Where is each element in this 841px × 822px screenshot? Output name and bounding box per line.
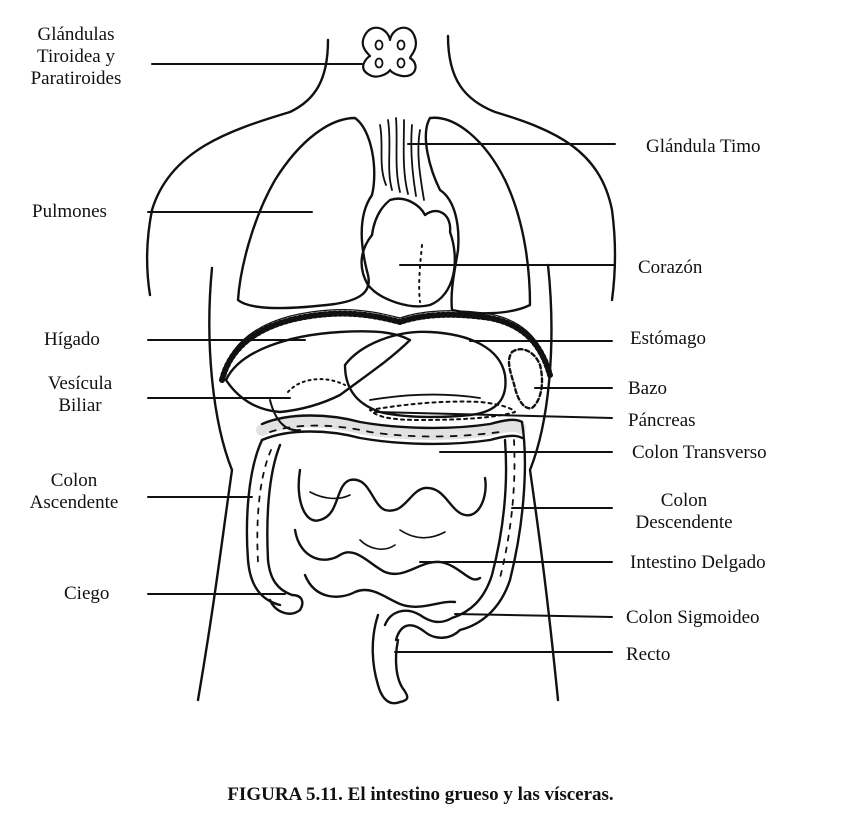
label-rectum: Recto [626, 644, 671, 665]
transverse-colon [256, 414, 526, 446]
label-descending-colon-line1: Colon [660, 490, 708, 511]
rectum [371, 613, 409, 705]
label-gallbladder-line2: Biliar [58, 395, 102, 416]
label-stomach: Estómago [630, 328, 706, 349]
label-gallbladder-line1: Vesícula [47, 373, 113, 394]
cecum [268, 593, 304, 615]
leader-lines [147, 63, 616, 653]
pancreas [369, 400, 516, 421]
diaphragm [219, 309, 553, 383]
figure-caption: FIGURA 5.11. El intestino grueso y las v… [227, 784, 614, 805]
label-ascending-colon: Colon Ascendente [12, 470, 136, 514]
label-thyroid-line1: Glándulas [37, 24, 115, 45]
label-pancreas: Páncreas [628, 410, 696, 431]
label-ascending-colon-line2: Ascendente [29, 492, 119, 513]
label-thyroid: Glándulas Tiroidea y Paratiroides [10, 24, 142, 90]
heart [360, 197, 457, 308]
label-heart: Corazón [638, 257, 703, 278]
label-gallbladder: Vesícula Biliar [28, 373, 132, 417]
gallbladder [269, 378, 346, 432]
spleen [507, 348, 544, 410]
label-ascending-colon-line1: Colon [50, 470, 98, 491]
thymus-vessels [379, 117, 425, 201]
label-thyroid-line3: Paratiroides [30, 68, 122, 89]
sigmoid-colon [383, 609, 462, 642]
label-lungs: Pulmones [32, 201, 107, 222]
ascending-colon [245, 438, 294, 607]
label-descending-colon: Colon Descendente [616, 490, 752, 534]
label-sigmoid-colon: Colon Sigmoideo [626, 607, 760, 628]
label-transverse-colon: Colon Transverso [632, 442, 767, 463]
label-cecum: Ciego [64, 583, 110, 604]
body-outline [146, 34, 617, 702]
label-liver: Hígado [44, 329, 100, 350]
label-small-intestine: Intestino Delgado [630, 552, 766, 573]
small-intestine [293, 468, 487, 608]
label-thymus: Glándula Timo [646, 136, 761, 157]
descending-colon [450, 420, 527, 632]
lungs [236, 116, 532, 315]
label-spleen: Bazo [628, 378, 668, 399]
label-descending-colon-line2: Descendente [635, 512, 733, 533]
thyroid-gland [361, 26, 418, 78]
label-thyroid-line2: Tiroidea y [37, 46, 115, 67]
liver [224, 330, 412, 414]
